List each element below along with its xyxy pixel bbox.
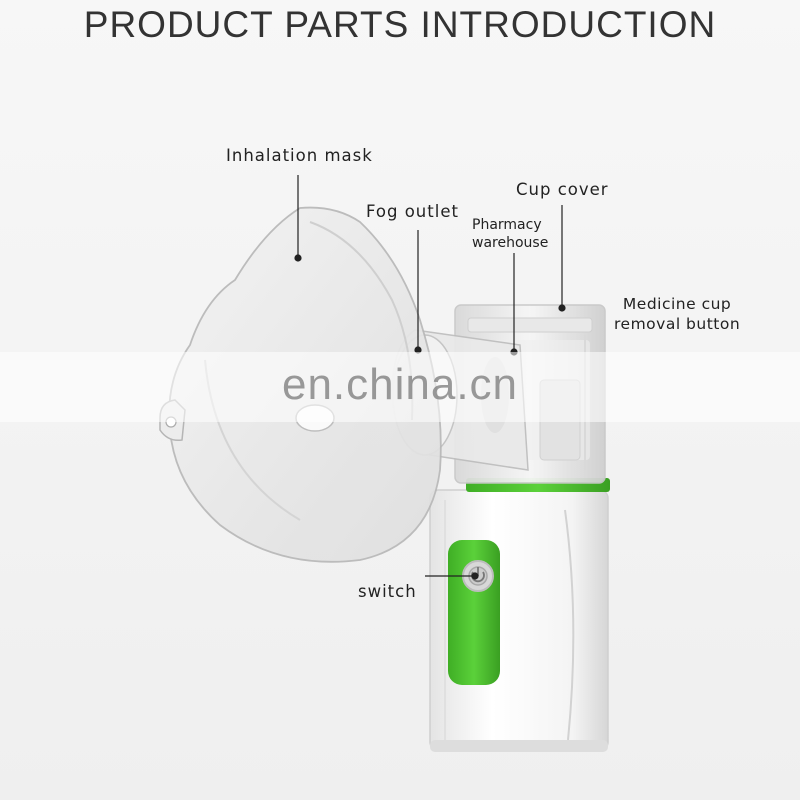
page-title: PRODUCT PARTS INTRODUCTION: [83, 4, 717, 45]
label-medicine-line2: removal button: [614, 315, 741, 333]
label-pharmacy-warehouse: Pharmacy warehouse: [472, 216, 548, 252]
label-medicine-cup-removal: Medicine cup removal button: [614, 294, 740, 334]
label-cup-cover: Cup cover: [516, 180, 609, 199]
label-fog-outlet: Fog outlet: [366, 202, 459, 221]
switch-panel: [448, 540, 500, 685]
label-pharmacy-line1: Pharmacy: [472, 217, 542, 233]
label-pharmacy-line2: warehouse: [472, 235, 549, 251]
label-switch: switch: [358, 582, 417, 601]
watermark-text: en.china.cn: [281, 360, 519, 409]
label-medicine-line1: Medicine cup: [622, 295, 732, 313]
watermark-band: [0, 352, 800, 422]
leader-lines: [294, 175, 566, 580]
label-inhalation-mask: Inhalation mask: [226, 146, 373, 165]
